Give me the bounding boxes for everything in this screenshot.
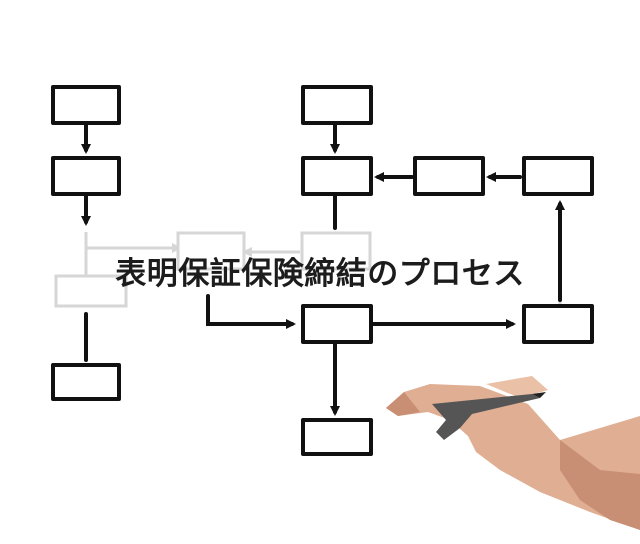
flow-box-c4 [301, 418, 373, 456]
hand-shadow [560, 440, 640, 530]
fingertip-shadow [386, 392, 420, 416]
flow-box-a3 [51, 363, 121, 401]
hand-knuckle-highlight [486, 376, 548, 398]
flow-box-a2 [51, 156, 121, 196]
flow-box-faded-3 [54, 274, 128, 308]
connectors [81, 122, 565, 416]
flow-box-faded-2 [300, 231, 372, 271]
flow-box-c1 [301, 85, 373, 125]
diagram-title: 表明保証保険締結のプロセス [115, 256, 525, 292]
flow-box-f [522, 304, 594, 344]
flow-box-e [522, 156, 594, 196]
flow-box-c2 [301, 156, 373, 196]
pen-body [432, 394, 540, 440]
flow-box-a1 [51, 85, 121, 125]
arrow-b-to-c3 [206, 294, 296, 329]
flow-box-d [413, 156, 485, 196]
flow-box-c3 [301, 304, 373, 344]
pen-tip [532, 392, 546, 398]
hand-holding-pen-icon [386, 376, 640, 530]
flow-box-faded-1 [176, 231, 246, 271]
flow-boxes [51, 85, 594, 456]
faded-boxes [54, 231, 372, 308]
